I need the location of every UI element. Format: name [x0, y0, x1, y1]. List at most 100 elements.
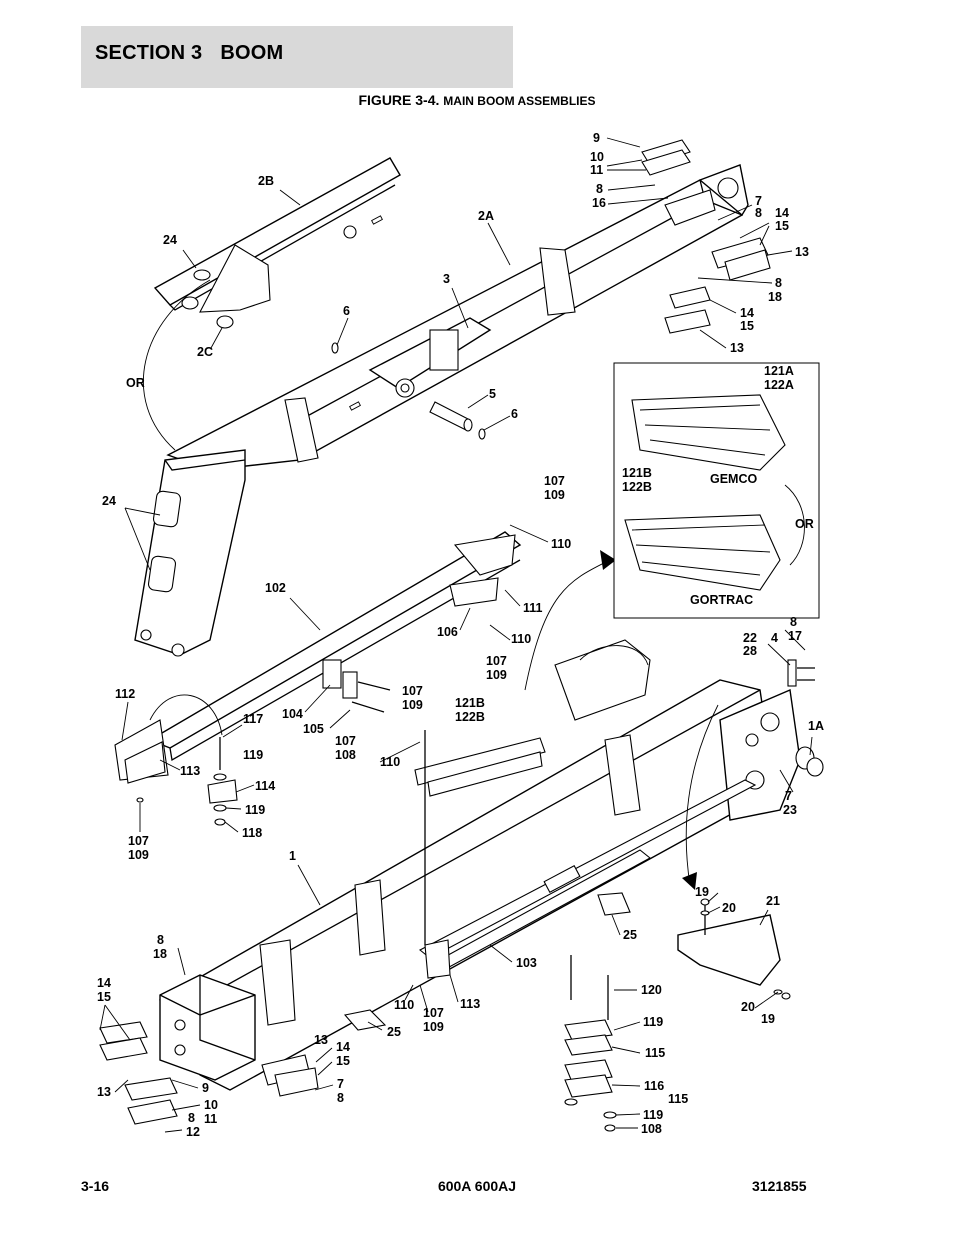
leader-line-21	[124, 507, 151, 571]
leader-line-8	[767, 250, 793, 256]
callout-66: 8	[157, 933, 164, 947]
leader-line-11	[699, 329, 727, 349]
leader-line-46	[489, 944, 513, 963]
tube-assembly-102	[114, 531, 522, 826]
callout-18: 3	[443, 272, 450, 286]
callout-56: 28	[743, 644, 757, 658]
alternate-boom-2b	[153, 157, 401, 329]
callout-19: 6	[343, 304, 350, 318]
callout-51: 110	[380, 755, 400, 769]
leader-line-47	[177, 947, 186, 976]
callout-68: 14	[97, 976, 111, 990]
leader-line-17	[210, 327, 223, 349]
callout-42: 114	[255, 779, 275, 793]
inset-chain-options	[613, 362, 820, 619]
leader-line-43	[707, 906, 721, 914]
knuckle-section-2c	[134, 279, 246, 657]
leader-line-15	[451, 287, 469, 329]
callout-2: 11	[590, 163, 603, 177]
callout-64: 25	[623, 928, 637, 942]
leader-line-41	[297, 864, 321, 906]
leader-line-16	[336, 317, 349, 346]
callout-11: 18	[768, 290, 782, 304]
callout-45: 107	[128, 834, 149, 848]
wear-pads-left	[99, 1021, 319, 1125]
upper-boom-2a	[166, 164, 749, 471]
leader-line-48	[99, 1004, 106, 1031]
callout-7: 14	[775, 206, 789, 220]
wear-pads-upper	[641, 139, 771, 334]
leader-line-10	[709, 299, 737, 314]
callout-86: 8	[337, 1091, 344, 1105]
callout-53: 17	[788, 629, 802, 643]
callout-20: 2C	[197, 345, 213, 359]
leader-line-32	[235, 784, 255, 793]
callout-9: 13	[795, 245, 809, 259]
leader-line-63	[171, 1104, 201, 1111]
callout-63: 21	[766, 894, 780, 908]
callout-57: 1A	[808, 719, 824, 733]
callout-94: 108	[641, 1122, 662, 1136]
figure-label: FIGURE 3-4.	[358, 92, 440, 108]
callout-83: 13	[97, 1085, 111, 1099]
callout-8: 15	[775, 219, 789, 233]
leader-line-37	[784, 629, 806, 651]
callout-27: 110	[551, 537, 571, 551]
inset-label-5: OR	[795, 517, 814, 531]
leader-line-23	[504, 589, 521, 607]
callout-80: 20	[741, 1000, 755, 1014]
callout-35: 117	[243, 712, 263, 726]
leader-line-9	[697, 277, 773, 284]
leader-line-45	[611, 914, 621, 936]
callout-26: 109	[544, 488, 565, 502]
cover-21	[677, 898, 791, 1000]
callout-47: 107	[402, 684, 423, 698]
leader-line-55	[449, 974, 459, 1003]
callout-85: 7	[337, 1077, 344, 1091]
leader-line-19	[483, 415, 511, 431]
leader-line-38	[767, 643, 791, 666]
callout-55: 4	[771, 631, 778, 645]
leader-line-3	[607, 184, 656, 191]
leader-line-12	[279, 189, 301, 206]
leader-line-65	[611, 1084, 641, 1087]
callout-10: 8	[775, 276, 782, 290]
callout-41: 113	[180, 764, 200, 778]
callout-69: 15	[97, 990, 111, 1004]
callout-74: 110	[394, 998, 414, 1012]
inset-label-4: GEMCO	[710, 472, 758, 486]
leader-line-5	[717, 204, 753, 221]
callout-3: 8	[596, 182, 603, 196]
callout-1: 10	[590, 150, 604, 164]
inset-label-0: 121A	[764, 364, 794, 378]
callout-61: 19	[695, 885, 709, 899]
callout-28: 111	[523, 601, 543, 615]
leader-line-51	[315, 1047, 333, 1063]
callout-34: 112	[115, 687, 135, 701]
callout-54: 22	[743, 631, 757, 645]
callout-38: 107	[335, 734, 356, 748]
callout-78: 25	[387, 1025, 401, 1039]
leader-line-20	[124, 507, 161, 516]
callout-58: 7	[785, 789, 792, 803]
callout-14: 13	[730, 341, 744, 355]
leader-line-26	[289, 597, 321, 631]
inset-label-3: 122B	[622, 480, 652, 494]
leader-line-31	[159, 759, 181, 771]
callout-88: 8	[188, 1111, 195, 1125]
wear-pads-lower	[343, 892, 631, 1132]
leader-lines	[99, 137, 813, 1133]
footer-models: 600A 600AJ	[437, 1178, 517, 1194]
leader-line-59	[611, 1046, 641, 1054]
callout-59: 23	[783, 803, 797, 817]
section-name: BOOM	[220, 42, 284, 64]
callout-77: 113	[460, 997, 480, 1011]
leader-line-58	[754, 991, 779, 1009]
callout-15: 2B	[258, 174, 274, 188]
leader-line-62	[314, 1084, 334, 1091]
leader-line-36	[379, 741, 421, 763]
leader-line-7	[759, 225, 770, 246]
